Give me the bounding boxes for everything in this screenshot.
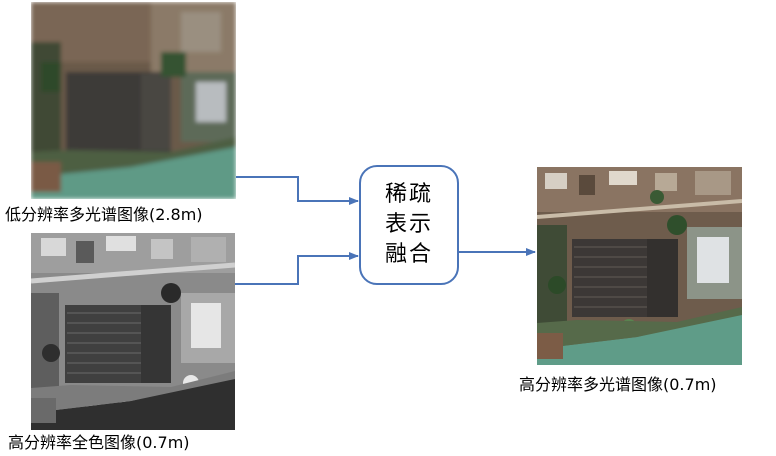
high-res-multispectral-image [537,167,742,365]
arrow-ms-to-fusion [236,176,359,205]
output-caption: 高分辨率多光谱图像(0.7m) [519,375,717,394]
fusion-label-line-2: 表示 [384,212,433,237]
fusion-label-line-1: 稀疏 [384,182,433,207]
high-res-panchromatic-image [31,233,235,430]
low-res-multispectral-image [31,2,236,199]
fusion-label-line-3: 融合 [384,242,433,267]
sparse-representation-fusion-box: 稀疏 表示 融合 [359,165,459,285]
low-res-ms-caption: 低分辨率多光谱图像(2.8m) [5,205,203,224]
arrow-pan-to-fusion [235,252,359,285]
high-res-pan-caption: 高分辨率全色图像(0.7m) [8,433,190,452]
